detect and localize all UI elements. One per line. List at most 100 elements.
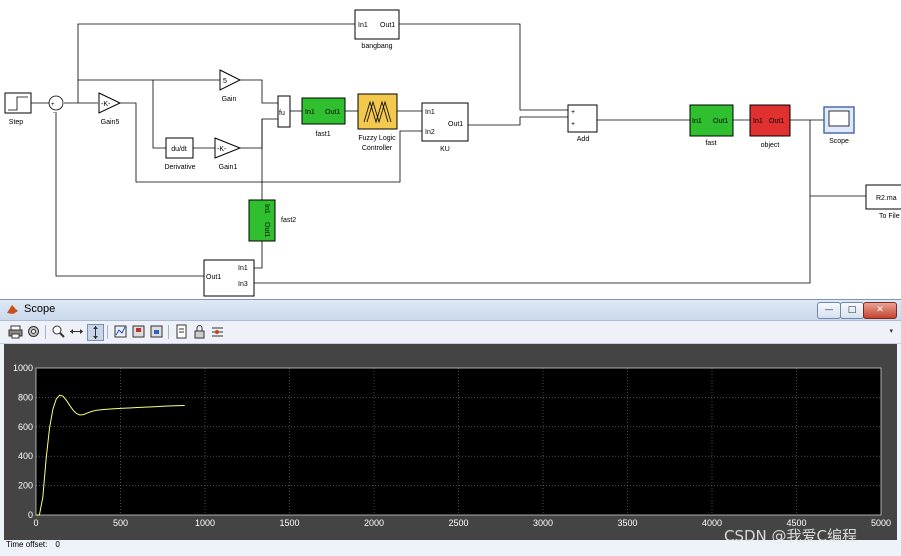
print-icon[interactable] — [8, 324, 23, 339]
mux-block[interactable]: fu — [277, 95, 291, 128]
svg-text:fast1: fast1 — [315, 131, 330, 138]
svg-text:Gain5: Gain5 — [101, 119, 120, 126]
restore-axes-icon[interactable] — [149, 324, 164, 339]
scope-titlebar[interactable]: Scope — □ ✕ — [0, 300, 901, 321]
toolbar-separator — [45, 325, 46, 339]
gain5-block[interactable]: -K- Gain5 — [98, 92, 122, 126]
derivative-block[interactable]: du/dt Derivative — [164, 137, 196, 171]
svg-text:Out1: Out1 — [769, 118, 784, 125]
close-button[interactable]: ✕ — [863, 302, 897, 319]
subsystem-block[interactable]: Out1 In1 In3 — [203, 259, 255, 297]
svg-text:5: 5 — [223, 78, 227, 85]
fuzzy-logic-controller-block[interactable]: Fuzzy Logic Controller — [357, 93, 398, 152]
parameters-icon[interactable] — [26, 324, 41, 339]
series-line — [36, 394, 185, 516]
svg-text:+: + — [571, 109, 575, 116]
block-diagram: Step + - -K- Gain5 5 Gain du/dt Derivati… — [4, 9, 901, 297]
step-block[interactable]: Step — [4, 92, 32, 126]
svg-text:R2.ma: R2.ma — [876, 195, 897, 202]
svg-text:Controller: Controller — [362, 145, 393, 152]
x-tick-label: 500 — [113, 518, 128, 528]
svg-text:In3: In3 — [238, 281, 248, 288]
zoom-y-icon[interactable] — [87, 324, 104, 341]
window-title: Scope — [24, 303, 56, 315]
scope-block[interactable]: Scope — [823, 106, 855, 145]
svg-text:In2: In2 — [425, 129, 435, 136]
x-tick-label: 3000 — [533, 518, 553, 528]
plot-background — [36, 368, 881, 515]
svg-text:fast2: fast2 — [281, 217, 296, 224]
svg-text:fu: fu — [279, 110, 285, 117]
object-block[interactable]: In1 Out1 object — [749, 104, 791, 149]
svg-text:fast: fast — [705, 140, 716, 147]
toolbar-separator — [107, 325, 108, 339]
ku-block[interactable]: In1 In2 Out1 KU — [421, 102, 469, 153]
zoom-x-icon[interactable] — [69, 324, 84, 339]
gain-block[interactable]: 5 Gain — [219, 69, 242, 103]
svg-text:In1: In1 — [238, 265, 248, 272]
time-offset-value: 0 — [55, 540, 60, 549]
fast-block[interactable]: In1 Out1 fast — [689, 104, 734, 147]
svg-text:Add: Add — [577, 136, 590, 143]
svg-text:Out1: Out1 — [206, 274, 221, 281]
y-tick-label: 200 — [18, 481, 33, 491]
svg-text:In1: In1 — [305, 109, 315, 116]
autoscale-icon[interactable] — [113, 324, 128, 339]
x-tick-label: 1000 — [195, 518, 215, 528]
svg-text:Out1: Out1 — [263, 222, 270, 237]
svg-text:To File: To File — [879, 213, 900, 220]
svg-text:Out1: Out1 — [325, 109, 340, 116]
time-offset-label: Time offset: — [6, 540, 48, 549]
svg-text:du/dt: du/dt — [171, 146, 187, 153]
bangbang-block[interactable]: In1 Out1 bangbang — [354, 9, 400, 50]
svg-text:In1: In1 — [263, 204, 270, 214]
time-offset-readout: Time offset: 0 — [6, 540, 60, 549]
svg-text:Out1: Out1 — [713, 118, 728, 125]
svg-text:-K-: -K- — [217, 146, 227, 153]
y-tick-label: 800 — [18, 392, 33, 402]
svg-text:object: object — [761, 142, 780, 149]
x-tick-label: 3500 — [617, 518, 637, 528]
to-file-block[interactable]: R2.ma To File — [865, 184, 901, 220]
x-tick-label: 1500 — [279, 518, 299, 528]
signal-selection-icon[interactable] — [210, 324, 225, 339]
svg-text:bangbang: bangbang — [361, 43, 392, 50]
zoom-in-icon[interactable] — [51, 324, 66, 339]
maximize-button[interactable]: □ — [840, 302, 864, 319]
minimize-button[interactable]: — — [817, 302, 841, 319]
y-tick-label: 600 — [18, 422, 33, 432]
svg-text:+: + — [571, 121, 575, 128]
svg-text:In1: In1 — [753, 118, 763, 125]
svg-text:Fuzzy Logic: Fuzzy Logic — [358, 135, 396, 142]
fast1-block[interactable]: In1 Out1 fast1 — [301, 97, 346, 138]
signal-wires — [31, 23, 866, 284]
svg-text:Out1: Out1 — [448, 121, 463, 128]
y-tick-label: 400 — [18, 451, 33, 461]
toolbar-overflow-icon[interactable]: ▾ — [889, 327, 893, 335]
svg-text:Gain: Gain — [222, 96, 237, 103]
add-block[interactable]: + + Add — [567, 104, 598, 143]
floating-scope-icon[interactable] — [174, 324, 189, 339]
sum-block[interactable]: + - — [48, 95, 64, 116]
svg-text:In1: In1 — [425, 109, 435, 116]
scope-toolbar: ▾ — [0, 321, 901, 344]
svg-text:Step: Step — [9, 119, 24, 126]
x-tick-label: 4000 — [702, 518, 722, 528]
lock-icon[interactable] — [192, 324, 207, 339]
svg-text:KU: KU — [440, 146, 450, 153]
save-axes-icon[interactable] — [131, 324, 146, 339]
watermark: CSDN @我爱C编程 — [724, 527, 858, 545]
fast2-block[interactable]: In1 Out1 fast2 — [248, 199, 296, 242]
x-tick-label: 5000 — [871, 518, 891, 528]
svg-text:Derivative: Derivative — [164, 164, 195, 171]
plot-frame — [35, 367, 882, 516]
toolbar-separator — [168, 325, 169, 339]
svg-text:Out1: Out1 — [380, 22, 395, 29]
y-tick-label: 0 — [28, 510, 33, 520]
x-tick-label: 2500 — [448, 518, 468, 528]
gain1-block[interactable]: -K- Gain1 — [214, 137, 242, 171]
svg-text:Gain1: Gain1 — [219, 164, 238, 171]
y-tick-label: 1000 — [13, 363, 33, 373]
